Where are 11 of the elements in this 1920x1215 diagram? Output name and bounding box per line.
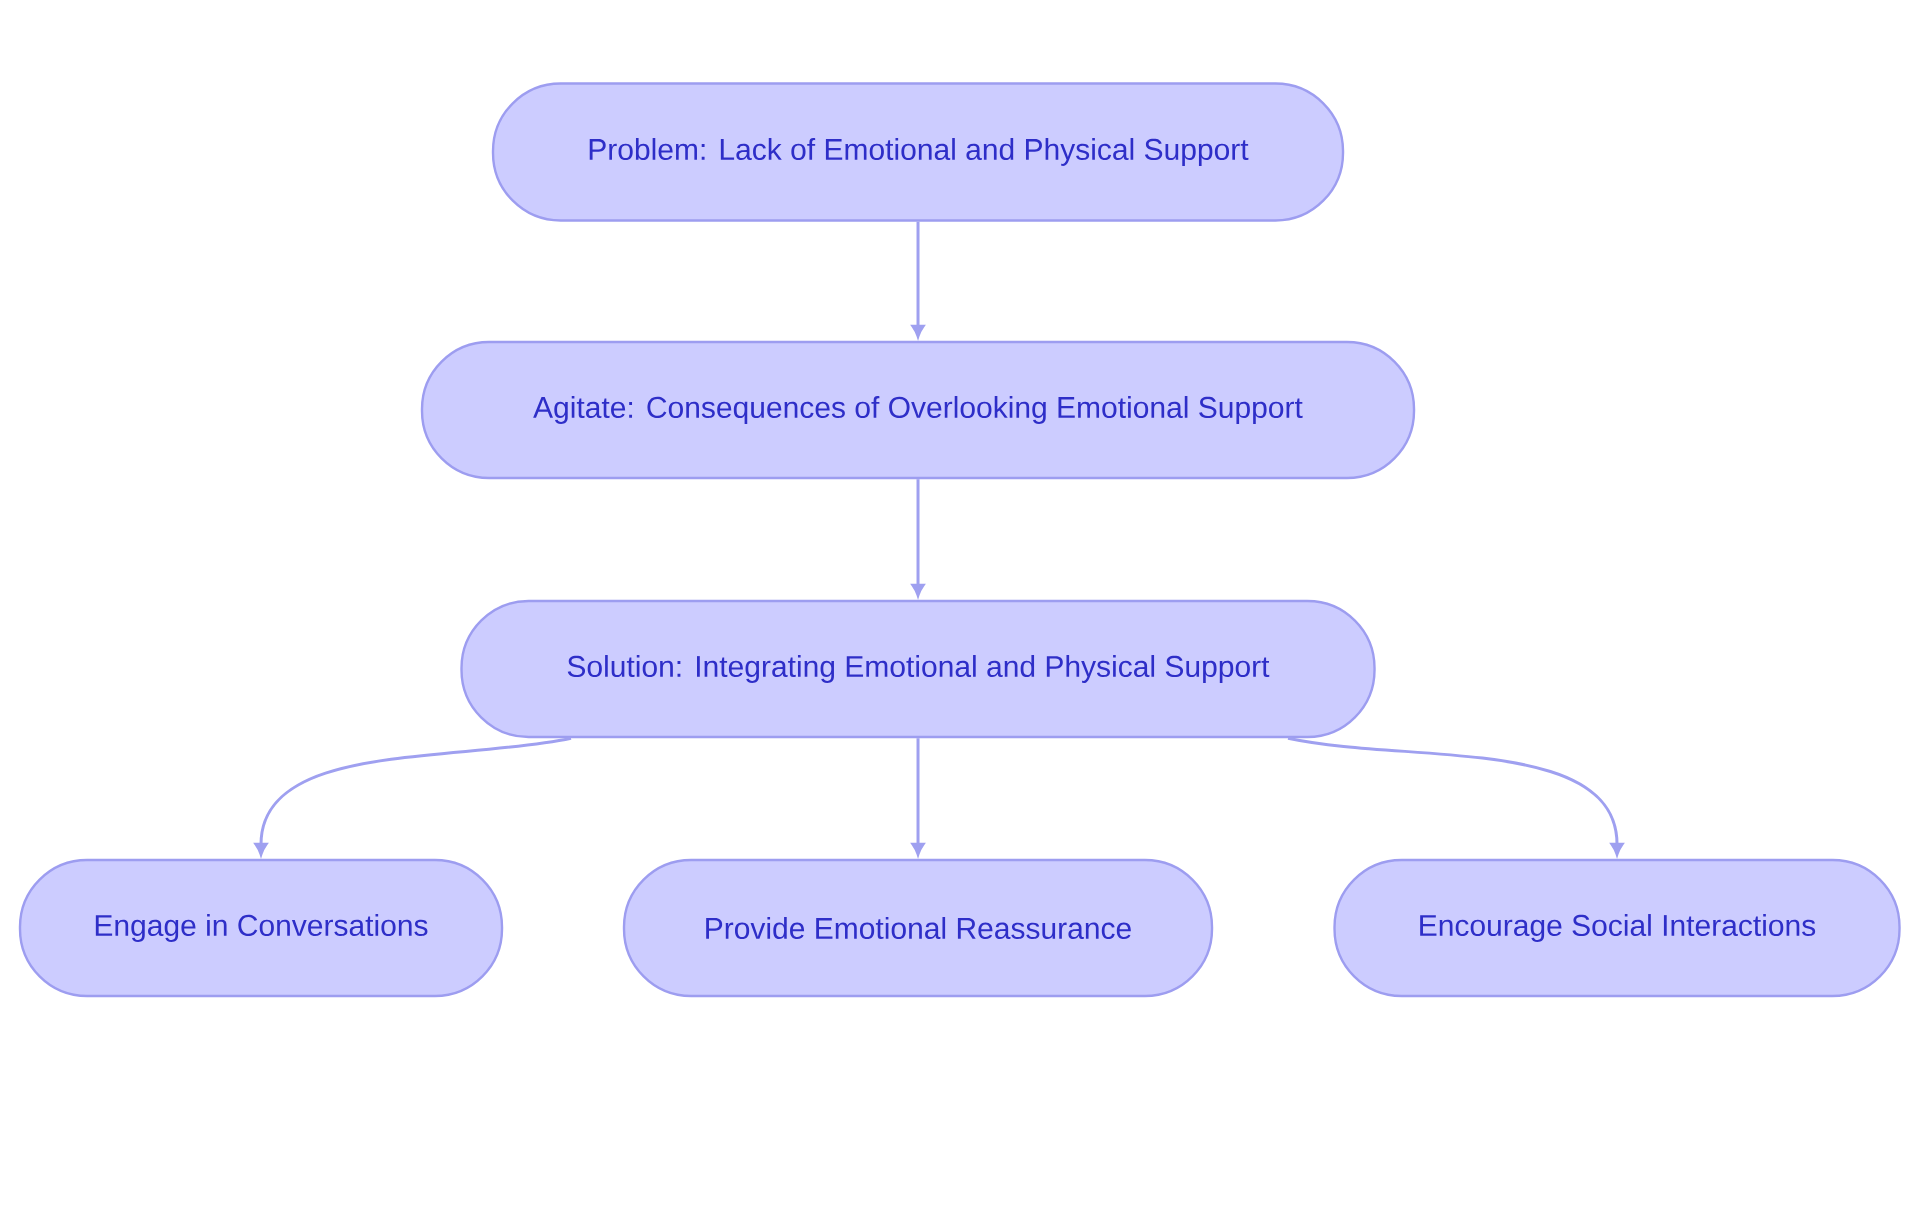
process-box: Provide Emotional Reassurance [622, 858, 1214, 998]
process-box: Engage in Conversations [18, 858, 504, 998]
process-box: Agitate: Consequences of Overlooking Emotional Support [420, 340, 1416, 480]
arrow [1287, 736, 1624, 856]
process-box: Solution: Integrating Emotional and Physical Support [460, 599, 1376, 739]
arrow [911, 738, 925, 856]
arrow [254, 736, 572, 856]
process-box: Problem: Lack of Emotional and Physical Support [491, 82, 1345, 222]
arrow [911, 221, 925, 338]
process-box: Encourage Social Interactions [1333, 858, 1901, 998]
arrow [911, 479, 925, 597]
